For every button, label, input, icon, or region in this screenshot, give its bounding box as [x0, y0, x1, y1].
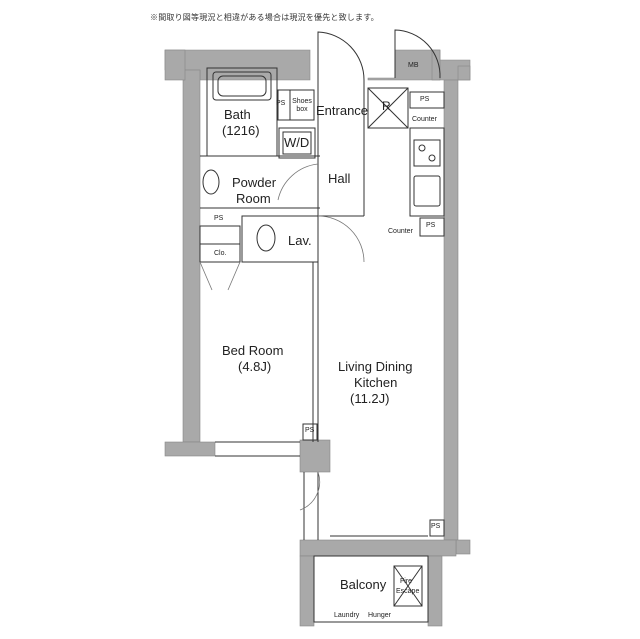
- hall-label: Hall: [328, 171, 351, 186]
- mb-label: MB: [408, 62, 419, 69]
- fire-escape-label-line2: Escape: [396, 588, 420, 595]
- powder-label: Powder: [232, 175, 277, 190]
- powder-room-label: Room: [236, 191, 271, 206]
- ldk-size: (11.2J): [350, 391, 390, 406]
- r-label: R: [382, 99, 391, 113]
- clo-label: Clo.: [214, 250, 227, 257]
- counter-top-label: Counter: [412, 116, 437, 123]
- ldk-label-line1: Living Dining: [338, 359, 413, 374]
- balcony-label: Balcony: [340, 577, 387, 592]
- fire-escape-label-line1: Fire: [400, 578, 413, 585]
- bed-room-label: Bed Room: [222, 343, 284, 358]
- lav-label: Lav.: [288, 233, 312, 248]
- shoes-box-label: Shoes box: [292, 98, 312, 114]
- interior-walls: [199, 29, 445, 623]
- ps-label-column: PS: [305, 427, 315, 434]
- ps-label-bath: PS: [276, 100, 286, 107]
- door-swings: [199, 163, 365, 511]
- hunger-label: Hunger: [368, 612, 391, 619]
- wd-label: W/D: [284, 135, 310, 150]
- ps-label-kitchen: PS: [420, 96, 430, 103]
- ps-label-clo: PS: [214, 215, 224, 222]
- ps-label-ldk: PS: [431, 523, 441, 530]
- laundry-label: Laundry: [334, 612, 360, 619]
- bath-label: Bath: [224, 107, 251, 122]
- ps-label-counter: PS: [426, 222, 436, 229]
- counter-bottom-label: Counter: [388, 228, 413, 235]
- bed-room-size: (4.8J): [238, 359, 272, 374]
- ldk-label-line2: Kitchen: [354, 375, 398, 390]
- disclaimer-note: ※間取り図等現況と相違がある場合は現況を優先と致します。: [150, 13, 379, 22]
- exterior-walls: [164, 49, 471, 627]
- bath-size: (1216): [222, 123, 260, 138]
- entrance-label: Entrance: [316, 103, 369, 118]
